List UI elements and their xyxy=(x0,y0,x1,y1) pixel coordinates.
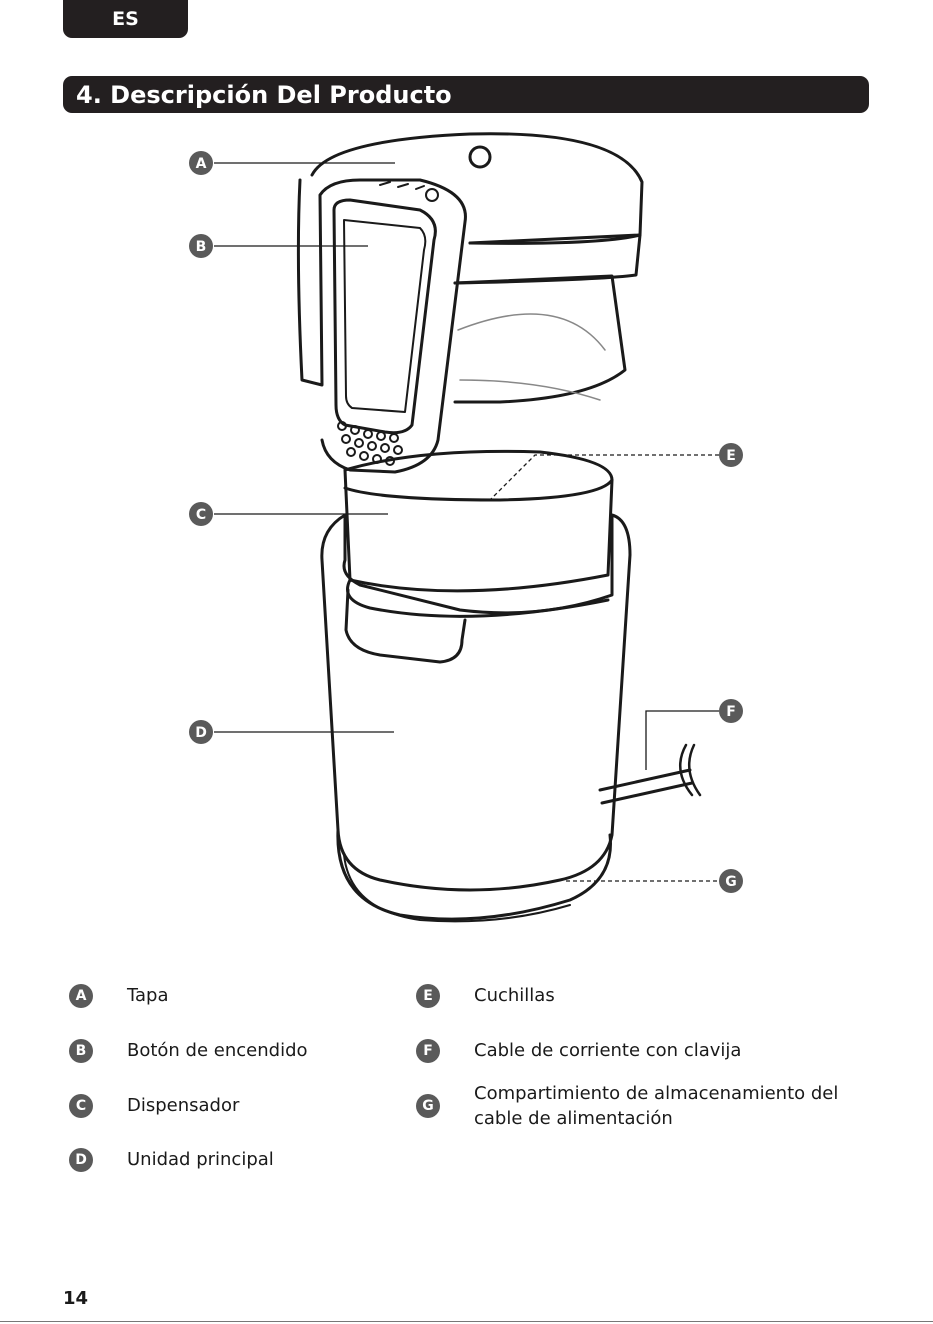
indicator-dot xyxy=(426,189,438,201)
bowl-inner-arc xyxy=(458,314,605,350)
power-button-panel xyxy=(334,200,435,433)
legend-label-g-line1: Compartimiento de almacenamiento del xyxy=(474,1081,838,1106)
legend-label-a: Tapa xyxy=(127,983,169,1008)
callout-label-c: C xyxy=(196,507,206,523)
legend-badge-c: C xyxy=(69,1094,93,1118)
lid-top-outline xyxy=(312,134,642,244)
legend-label-g-line2: cable de alimentación xyxy=(474,1106,673,1131)
main-unit-body xyxy=(322,515,630,890)
bowl-body xyxy=(455,276,625,402)
language-tab: ES xyxy=(63,0,188,38)
indicator-line-2 xyxy=(398,184,408,187)
legend-badge-d: D xyxy=(69,1148,93,1172)
legend-item-a: A Tapa xyxy=(69,983,93,1008)
page-number: 14 xyxy=(63,1288,88,1309)
callout-label-a: A xyxy=(196,156,207,172)
indicator-line-1 xyxy=(380,182,390,185)
legend-label-d: Unidad principal xyxy=(127,1147,274,1172)
legend-item-d: D Unidad principal xyxy=(69,1147,93,1172)
callout-label-d: D xyxy=(195,725,207,741)
callout-label-b: B xyxy=(196,239,207,255)
language-tab-label: ES xyxy=(112,8,139,30)
main-unit-spout xyxy=(346,590,465,662)
legend-item-f: F Cable de corriente con clavija xyxy=(416,1038,440,1063)
legend-badge-e: E xyxy=(416,984,440,1008)
main-unit-base-ring xyxy=(344,855,570,921)
legend-badge-a: A xyxy=(69,984,93,1008)
dispenser-body xyxy=(345,470,612,591)
legend-item-c: C Dispensador xyxy=(69,1093,93,1118)
indicator-line-3 xyxy=(416,186,424,189)
legend-badge-g: G xyxy=(416,1094,440,1118)
callout-label-g: G xyxy=(725,874,737,890)
legend-label-e: Cuchillas xyxy=(474,983,555,1008)
legend-label-b: Botón de encendido xyxy=(127,1038,308,1063)
legend-item-g: G Compartimiento de almacenamiento del c… xyxy=(416,1093,440,1118)
section-title: 4. Descripción Del Producto xyxy=(76,81,452,109)
lid-vent-hole xyxy=(470,147,490,167)
leader-line-f xyxy=(646,711,719,770)
legend-item-b: B Botón de encendido xyxy=(69,1038,93,1063)
callout-label-f: F xyxy=(726,704,736,720)
legend-label-c: Dispensador xyxy=(127,1093,239,1118)
product-illustration: A B C D E F G xyxy=(0,120,933,950)
dispenser-rim xyxy=(345,451,612,500)
legend-item-e: E Cuchillas xyxy=(416,983,440,1008)
section-title-bar: 4. Descripción Del Producto xyxy=(63,76,869,113)
leader-line-e xyxy=(488,455,719,502)
page-bottom-rule xyxy=(0,1321,933,1322)
legend-badge-b: B xyxy=(69,1039,93,1063)
legend-label-f: Cable de corriente con clavija xyxy=(474,1038,741,1063)
callout-label-e: E xyxy=(726,448,736,464)
power-button-inner xyxy=(344,220,425,412)
legend-badge-f: F xyxy=(416,1039,440,1063)
